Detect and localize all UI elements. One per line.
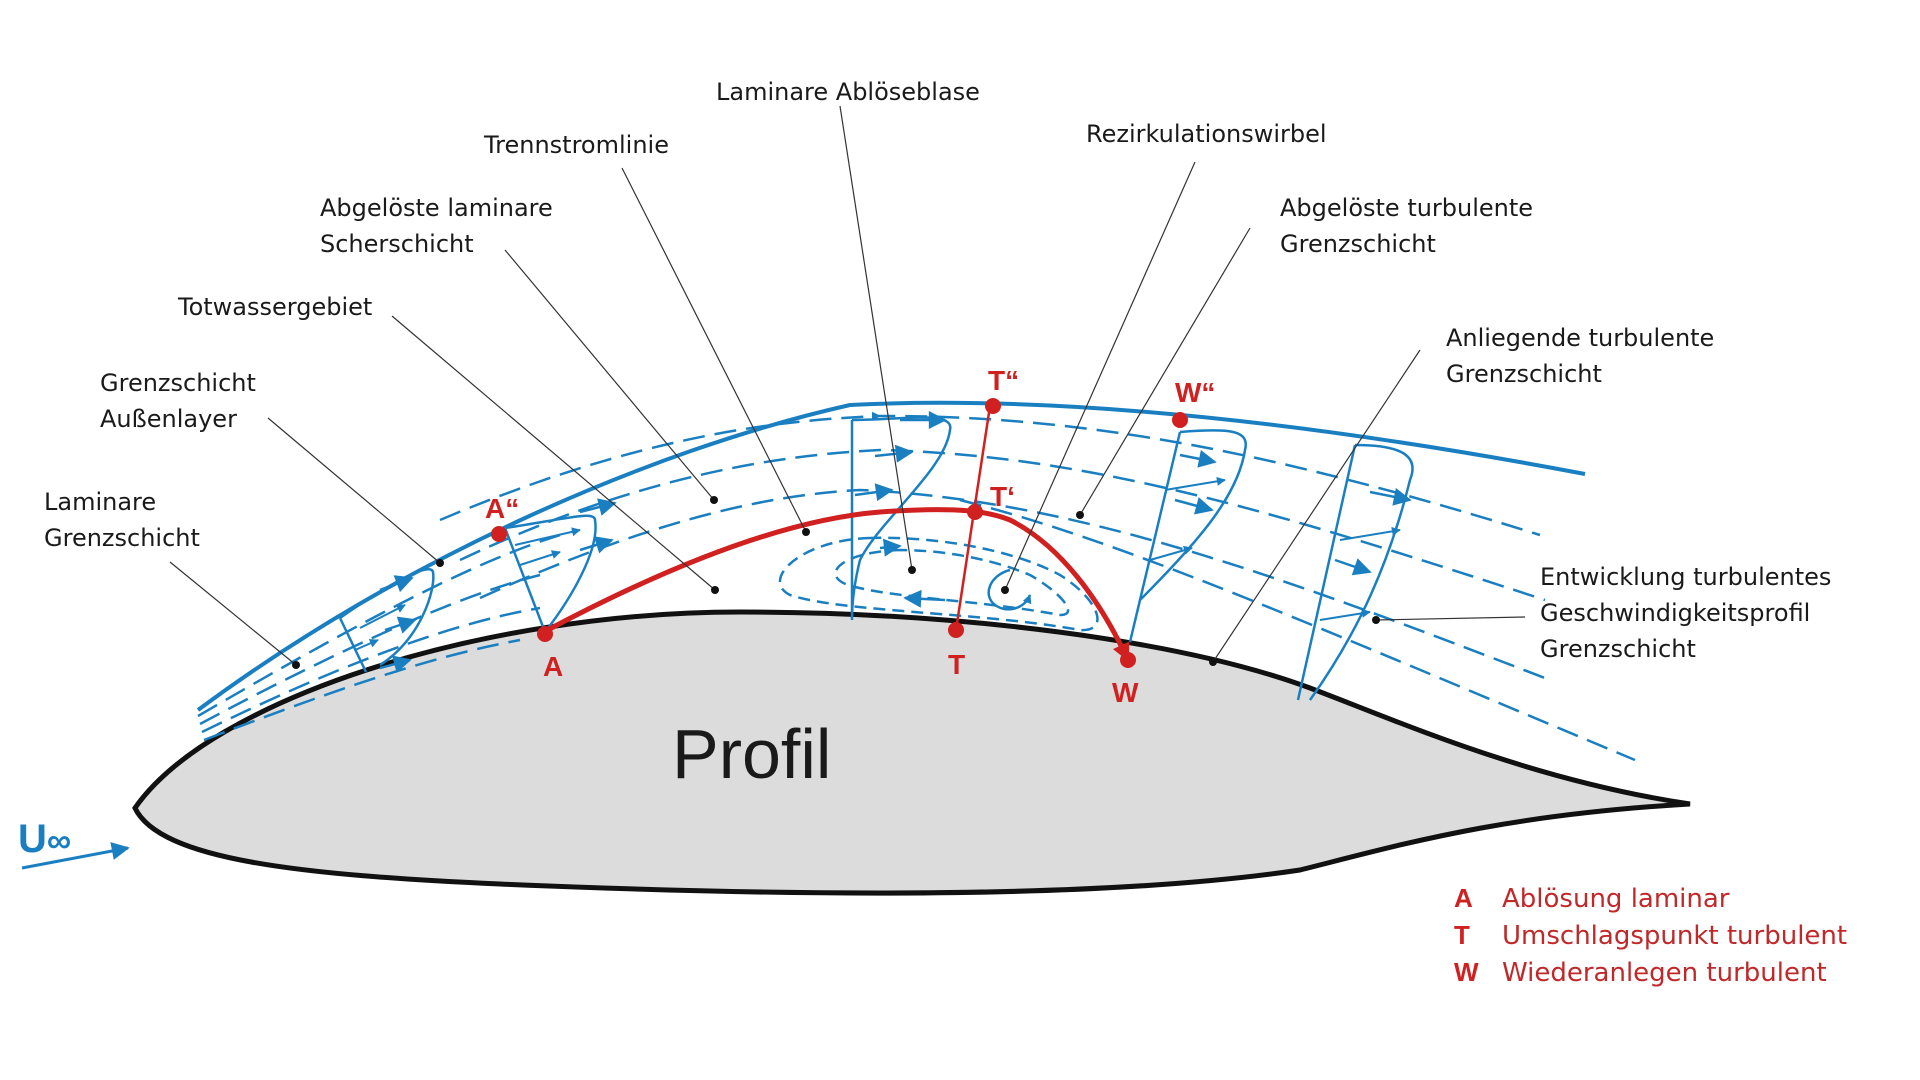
leader-dot [1209, 658, 1217, 666]
flow-arrow [1369, 487, 1412, 506]
legend-text-A: Ablösung laminar [1502, 884, 1730, 914]
streamline-laminar-3 [201, 606, 541, 734]
streamline-2 [459, 448, 1546, 602]
legend: A Ablösung laminar T Umschlagspunkt turb… [1454, 883, 1847, 988]
leader-dot [908, 566, 916, 574]
legend-key-W: W [1454, 957, 1479, 987]
leader-line [621, 167, 807, 533]
point-A [537, 626, 553, 642]
velocity-profile-3 [850, 416, 952, 621]
leader-line [1004, 161, 1196, 591]
label-trennstromlinie: Trennstromlinie [483, 131, 669, 159]
leader-line [267, 417, 441, 564]
profile-arrow [514, 527, 581, 546]
label-aussenlayer: Grenzschicht Außenlayer [100, 369, 264, 433]
leader-line [1079, 227, 1251, 516]
legend-key-A: A [1454, 883, 1473, 913]
point-A2 [491, 526, 507, 542]
profile-label: Profil [672, 715, 831, 793]
flow-arrow [579, 536, 614, 554]
flow-arrow [1334, 558, 1372, 576]
label-anliegend-turbulent: Anliegende turbulente Grenzschicht [1446, 324, 1722, 388]
flow-arrow [379, 655, 412, 673]
recirculation-vortex [987, 568, 1032, 611]
velocity-profile-1 [338, 568, 435, 673]
label-abgeloest-turbulent: Abgelöste turbulente Grenzschicht [1280, 194, 1541, 258]
leader-dot [711, 586, 719, 594]
legend-text-W: Wiederanlegen turbulent [1502, 958, 1827, 988]
profile-arrow [354, 639, 379, 651]
flow-arrow [879, 538, 902, 557]
streamline-3 [479, 488, 1551, 682]
label-point-A: A [543, 651, 563, 682]
flow-arrow [384, 616, 417, 634]
profile-arrow [519, 550, 561, 566]
leader-line [1212, 349, 1421, 663]
streamline-laminar-4 [203, 638, 521, 742]
label-point-T1: T‘ [990, 481, 1015, 512]
label-entwicklung: Entwicklung turbulentes Geschwindigkeits… [1540, 563, 1839, 663]
point-T2 [985, 398, 1001, 414]
leader-dot [292, 661, 300, 669]
flow-arrow [1174, 497, 1214, 515]
label-point-T: T [948, 649, 965, 680]
profile-arrow [359, 604, 406, 629]
separation-streamline [540, 507, 1131, 662]
legend-key-T: T [1454, 920, 1470, 950]
flow-arrow [1179, 449, 1217, 468]
leader-dot [1001, 586, 1009, 594]
airfoil-profile [132, 609, 1691, 896]
label-scherschicht: Abgelöste laminare Scherschicht [320, 194, 560, 258]
label-point-T2: T“ [988, 365, 1019, 396]
label-laminare-grenzschicht: Laminare Grenzschicht [44, 488, 200, 552]
leader-line [1375, 616, 1526, 621]
point-W [1120, 652, 1136, 668]
profile-arrow [1319, 608, 1371, 621]
streamline-laminar-1 [197, 533, 561, 718]
leader-dot [436, 559, 444, 567]
streamline-1 [439, 411, 1541, 537]
profile-arrow [1164, 476, 1226, 491]
label-abloeseblase: Laminare Ablöseblase [716, 78, 980, 106]
flow-arrow [579, 498, 617, 516]
velocity-profile-5 [1296, 443, 1414, 701]
flow-arrow [854, 483, 894, 502]
separation-bubble-inner [834, 548, 1070, 617]
label-totwasser: Totwassergebiet [177, 293, 372, 321]
profile-arrow [1149, 545, 1193, 561]
velocity-profile-4 [1128, 429, 1247, 643]
label-point-W2: W“ [1175, 377, 1215, 408]
profile-arrow [1339, 526, 1401, 541]
freestream-arrow [21, 842, 130, 870]
point-T1 [967, 504, 983, 520]
velocity-profile-2 [503, 514, 597, 633]
flow-arrow [903, 589, 946, 608]
leader-line [391, 315, 716, 591]
leader-dot [802, 528, 810, 536]
freestream-label: U∞ [18, 817, 71, 861]
leader-line [169, 561, 297, 666]
label-point-A2: A“ [485, 493, 519, 524]
leader-line [504, 249, 715, 501]
leader-dot [710, 496, 718, 504]
streamline-4 [959, 498, 1636, 762]
separation-bubble-outer [778, 536, 1099, 632]
leader-line [839, 105, 913, 571]
leader-dot [1076, 511, 1084, 519]
point-T [948, 622, 964, 638]
label-rezirkulation: Rezirkulationswirbel [1086, 120, 1327, 148]
point-W2 [1172, 412, 1188, 428]
leader-dot [1372, 616, 1380, 624]
label-point-W: W [1112, 677, 1139, 708]
legend-text-T: Umschlagspunkt turbulent [1502, 921, 1847, 951]
